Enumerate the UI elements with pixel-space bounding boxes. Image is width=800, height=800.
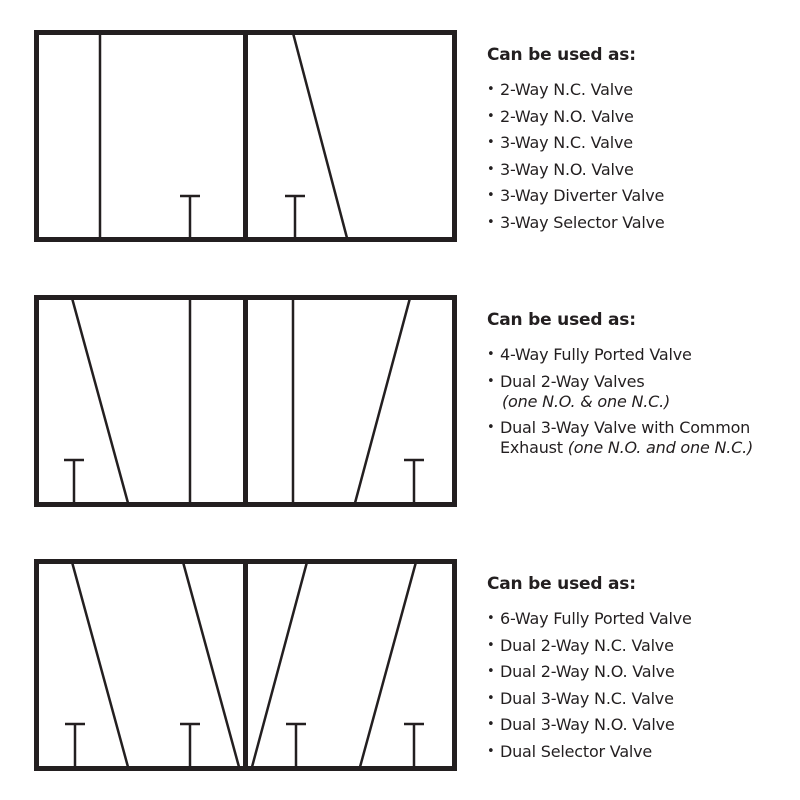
list-item: Dual 3-Way N.O. Valve [487, 715, 797, 735]
port-blocked-symbol [404, 458, 424, 503]
list-item: Dual 2-Way N.O. Valve [487, 662, 797, 682]
valve-diagram-2 [34, 295, 457, 507]
panel-heading: Can be used as: [487, 45, 636, 65]
list-item: 3-Way N.C. Valve [487, 133, 797, 153]
flow-path-line [353, 297, 412, 504]
panel-2-text: Can be used as: 4-Way Fully Ported Valve… [487, 310, 797, 465]
list-item: Dual 3-Way N.C. Valve [487, 689, 797, 709]
panel-heading: Can be used as: [487, 310, 636, 330]
flow-path-line [358, 561, 418, 768]
list-item: 3-Way Selector Valve [487, 213, 797, 233]
port-blocked-symbol [64, 458, 84, 503]
panel-1-text: Can be used as: 2-Way N.C. Valve 2-Way N… [487, 45, 797, 239]
item-note: (one N.O. & one N.C.) [502, 391, 671, 411]
valve-diagram-3 [34, 559, 457, 771]
valve-diagram-1 [34, 30, 457, 242]
port-blocked-symbol [285, 194, 305, 238]
port-blocked-symbol [65, 722, 85, 767]
item-note: (one N.O. and one N.C.) [567, 438, 754, 457]
list-item: Dual 3-Way Valve with Common Exhaust (on… [487, 418, 797, 458]
list-item: Dual 2-Way Valves (one N.O. & one N.C.) [487, 372, 797, 412]
port-blocked-symbol [180, 194, 200, 238]
list-item: Dual Selector Valve [487, 742, 797, 762]
panel-heading: Can be used as: [487, 574, 636, 594]
list-item: 2-Way N.C. Valve [487, 80, 797, 100]
list-item: 3-Way N.O. Valve [487, 160, 797, 180]
list-item: 4-Way Fully Ported Valve [487, 345, 797, 365]
flow-path-line [250, 561, 309, 768]
port-blocked-symbol [180, 722, 200, 767]
flow-path-line [181, 561, 241, 768]
list-item: Dual 2-Way N.C. Valve [487, 636, 797, 656]
list-item: 3-Way Diverter Valve [487, 186, 797, 206]
list-item: 6-Way Fully Ported Valve [487, 609, 797, 629]
flow-path-line [291, 32, 349, 239]
use-list: 6-Way Fully Ported Valve Dual 2-Way N.C.… [487, 609, 797, 762]
use-list: 2-Way N.C. Valve 2-Way N.O. Valve 3-Way … [487, 80, 797, 233]
flow-path-line [70, 561, 130, 768]
list-item: 2-Way N.O. Valve [487, 107, 797, 127]
use-list: 4-Way Fully Ported Valve Dual 2-Way Valv… [487, 345, 797, 458]
flow-path-line [70, 297, 130, 504]
panel-3-text: Can be used as: 6-Way Fully Ported Valve… [487, 574, 797, 768]
port-blocked-symbol [286, 722, 306, 767]
port-blocked-symbol [404, 722, 424, 767]
